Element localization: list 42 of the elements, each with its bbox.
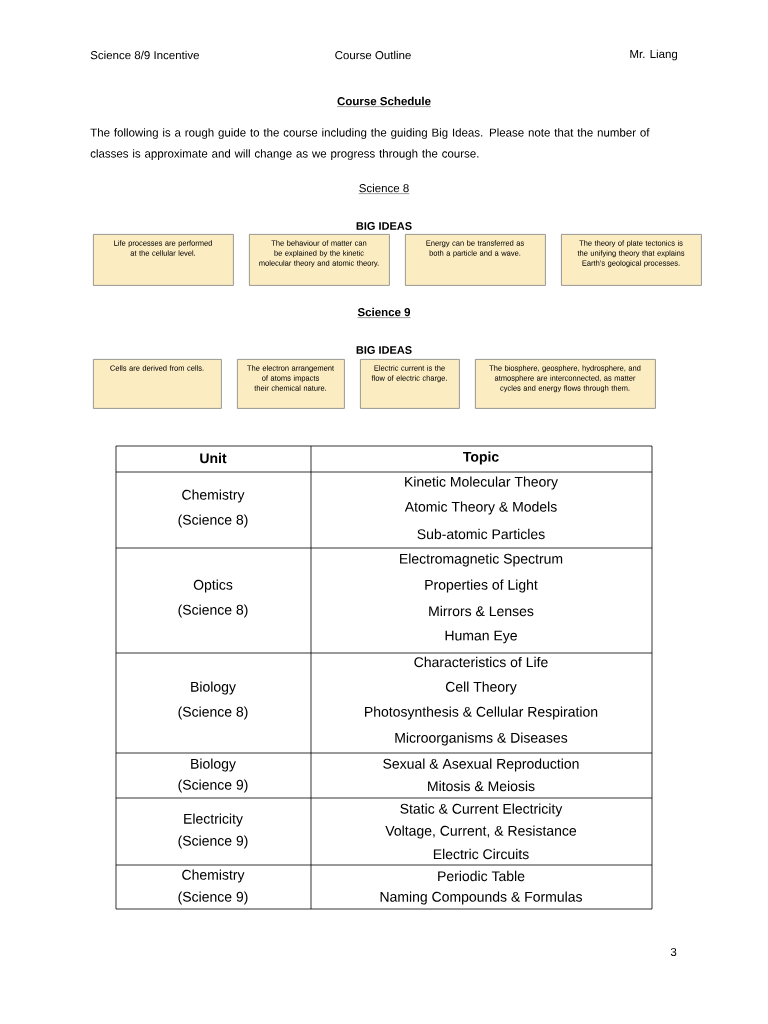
- unit-name: Biology: [191, 681, 236, 695]
- page-number: 3: [670, 947, 677, 957]
- section-heading: Science 8: [358, 183, 410, 194]
- unit-name: (Science 8): [178, 706, 248, 720]
- topic-name: Microorganisms & Diseases: [395, 732, 568, 746]
- big-ideas-heading: BIG IDEAS: [356, 346, 412, 354]
- topic-name: Photosynthesis & Cellular Respiration: [365, 706, 598, 720]
- header-text: Science 8/9 Incentive: [90, 50, 199, 60]
- topic-name: Periodic Table: [438, 870, 525, 882]
- topic-name: Electromagnetic Spectrum: [400, 553, 563, 567]
- topic-name: Sexual & Asexual Reproduction: [383, 758, 579, 772]
- topic-name: Properties of Light: [425, 579, 538, 593]
- unit-name: (Science 9): [178, 779, 248, 793]
- unit-name: Electricity: [184, 813, 243, 827]
- column-header: Topic: [463, 451, 499, 465]
- topic-name: Mirrors & Lenses: [429, 605, 534, 617]
- unit-name: (Science 9): [178, 835, 248, 849]
- unit-name: (Science 9): [178, 891, 248, 905]
- unit-name: Biology: [191, 758, 236, 772]
- column-header: Unit: [200, 452, 227, 464]
- unit-name: Chemistry: [182, 489, 245, 503]
- header-text: Course Outline: [335, 50, 411, 60]
- title: Course Schedule: [336, 96, 432, 107]
- topic-name: Cell Theory: [445, 681, 517, 695]
- topic-name: Human Eye: [445, 630, 517, 644]
- big-ideas-heading: BIG IDEAS: [356, 222, 412, 230]
- unit-name: Optics: [193, 579, 233, 593]
- topic-name: Mitosis & Meiosis: [428, 780, 535, 792]
- header-text: Mr. Liang: [630, 49, 678, 61]
- section-heading: Science 9: [357, 307, 411, 318]
- topic-name: Atomic Theory & Models: [404, 501, 557, 515]
- topic-name: Sub-atomic Particles: [417, 528, 545, 540]
- topic-name: Kinetic Molecular Theory: [405, 476, 558, 490]
- unit-name: Chemistry: [182, 869, 245, 883]
- unit-name: (Science 8): [178, 514, 248, 528]
- topic-name: Voltage, Current, & Resistance: [385, 825, 577, 839]
- topic-name: Static & Current Electricity: [400, 803, 563, 817]
- topic-name: Characteristics of Life: [414, 656, 548, 668]
- topic-name: Naming Compounds & Formulas: [380, 891, 582, 905]
- intro-paragraph: The following is a rough guide to the course including the guiding Big Ideas. Please note that the number of classes is approximate and will change as we progress through the course.: [90, 128, 650, 160]
- topic-name: Electric Circuits: [433, 848, 529, 860]
- unit-name: (Science 8): [178, 604, 248, 618]
